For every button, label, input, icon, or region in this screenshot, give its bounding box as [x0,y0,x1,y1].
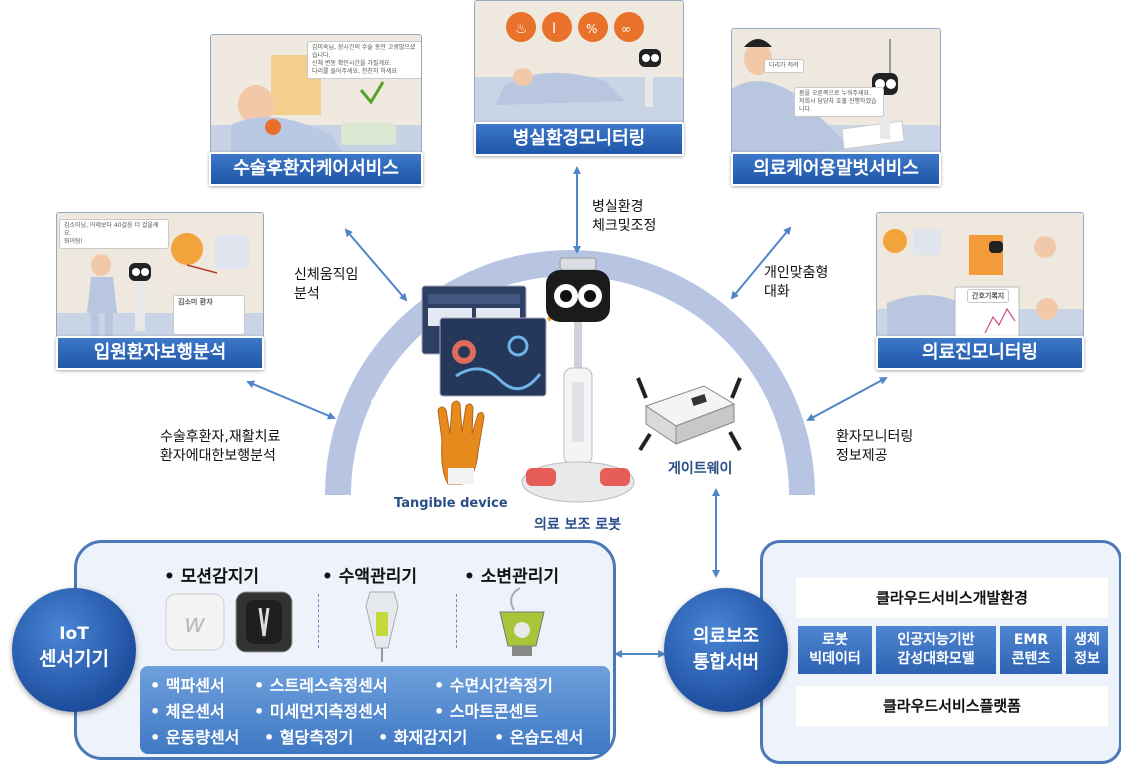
sensor-body-temp: • 체온센서 [150,702,225,721]
device-urine-manager: • 소변관리기 [464,567,559,587]
svg-text:w: w [184,609,206,639]
service-postop-care: 수술후환자케어서비스 [209,152,423,186]
ward-panel: ♨ Ⅰ % ∞ [474,0,684,130]
svg-text:♨: ♨ [515,21,528,37]
gateway-icon [636,377,742,452]
sensor-list-bar [140,666,610,754]
sensor-sleep: • 수면시간측정기 [434,676,553,695]
ward-scene-illustration: ♨ Ⅰ % ∞ [475,1,683,129]
svg-text:∞: ∞ [621,22,631,36]
server-circle: 의료보조 통합서버 [664,588,788,712]
monitoring-screens-icon [421,285,547,397]
divider-1 [318,594,319,648]
svg-text:Ⅰ: Ⅰ [552,21,556,37]
arrow-motion [344,228,408,302]
divider-2 [456,594,457,648]
talk-bubble-robot: 몸을 오른쪽으로 누워주세요. 저희시 담당자 호출 진행하겠습니다. [794,87,884,117]
motion-detector-icon: w [165,591,293,653]
svg-text:%: % [586,22,597,36]
sensor-pulse: • 맥파센서 [150,676,225,695]
tangible-glove-icon [437,400,485,485]
staff-record-card: 간호기록지 [967,289,1010,303]
sensor-fine-dust: • 미세먼지측정센서 [254,702,388,721]
postop-speech-bubble: 김미숙님, 장시간의 수술 동안 고생많으셨습니다. 신체 변동 확인시간을 가… [307,41,421,79]
service-walk-analysis: 입원환자보행분석 [56,336,264,370]
sensor-glucose: • 혈당측정기 [264,728,354,747]
arrow-walk [246,380,336,420]
cloud-platform: 클라우드서비스플랫폼 [796,686,1108,726]
service-ward-monitoring: 병실환경모니터링 [474,122,684,156]
robot-icon [521,257,635,503]
sensor-temp-humidity: • 온습도센서 [494,728,584,747]
arrow-talk [730,226,792,300]
robot-label: 의료 보조 로봇 [534,517,622,533]
iot-sensor-circle: IoT 센서기기 [12,588,136,712]
service-staff-monitoring: 의료진모니터링 [876,336,1084,370]
tangible-device-label: Tangible device [394,496,508,511]
sensor-stress: • 스트레스측정센서 [254,676,388,695]
sensor-fire: • 화재감지기 [378,728,468,747]
sensor-activity: • 운동량센서 [150,728,240,747]
service-companion-talk: 의료케어용말벗서비스 [731,152,941,186]
iv-manager-icon [365,591,399,662]
walk-patient-card: 김소미 환자 [173,295,245,335]
arrow-staff [806,377,888,421]
talk-bubble-patient: 다리가 저려 [764,59,804,73]
gateway-label: 게이트웨이 [668,461,733,477]
device-motion-detector: • 모션감지기 [164,567,259,587]
walk-speech-bubble: 김소미님, 어제보다 40걸음 더 걸을께요. 화이팅! [59,219,169,249]
urine-manager-icon [499,587,545,656]
cloud-dev-env: 클라우드서비스개발환경 [796,578,1108,618]
device-iv-manager: • 수액관리기 [322,567,417,587]
sensor-smart-outlet: • 스마트콘센트 [434,702,539,721]
